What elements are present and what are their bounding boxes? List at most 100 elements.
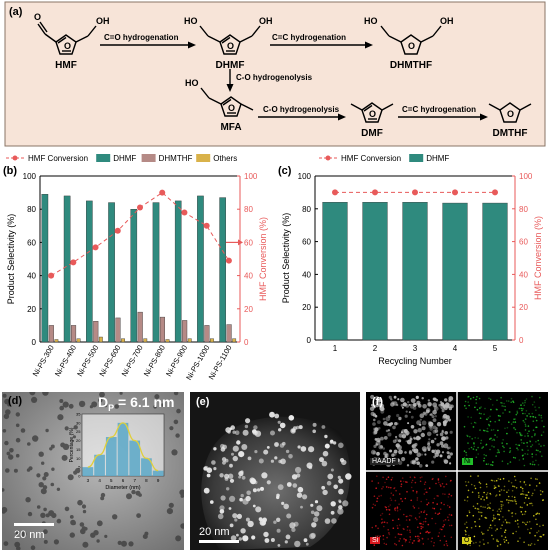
histogram-x-tick: 3 [87,478,90,483]
reaction-scheme: (a) [4,1,546,147]
dhmf-ho: HO [184,16,198,26]
y-tick-label: 80 [27,205,36,214]
mfa-ring-o: O [228,103,235,113]
x-axis-label: Recycling Number [378,356,452,366]
mfa-structure [200,87,254,117]
legend-label-dhmf: DHMF [113,154,136,163]
scale-bar-d-label: 20 nm [14,529,45,541]
point-hmf-conversion [492,189,498,196]
legend-swatch-dhmf [409,154,424,162]
hmf-aldehyde-o: O [34,12,41,22]
y-tick-label: 60 [302,238,311,247]
x-tick-label: Ni-PS-900 [164,344,189,378]
legend-label-hmf-conversion: HMF Conversion [28,154,88,163]
y2-tick-label: 0 [519,336,524,345]
x-tick-label: Ni-PS-300 [31,344,56,378]
legend-label-dhmf: DHMF [426,154,449,163]
bar-dhmf [41,194,49,343]
legend-swatch-dhmthf [141,154,156,162]
panel-label: (b) [3,165,17,177]
legend-line-marker [12,155,18,161]
y-axis-label: Product Selectivity (%) [281,213,291,304]
bar-others [143,338,148,343]
point-hmf-conversion [332,189,338,196]
panel-d-label: (d) [8,395,23,407]
bar-dhmf [63,195,71,343]
x-tick-label: Ni-PS-400 [53,344,78,378]
bar-others [54,339,59,343]
histogram-x-tick: 7 [133,478,136,483]
step-co-hydrogenolysis-1: C-O hydrogenolysis [236,73,313,82]
legend-label-dhmthf: DHMTHF [159,154,193,163]
histogram-y-tick: 20 [76,438,81,443]
eds-maps [366,392,548,550]
x-tick-label: 3 [413,344,418,353]
dmf-structure [350,102,394,123]
x-tick-label: Ni-PS-800 [142,344,167,378]
bar-others [165,339,170,343]
x-tick-label: 4 [453,344,458,353]
panel-f-label: (f) [372,396,383,408]
legend-line-marker [325,155,331,161]
histogram-y-tick: 0 [78,474,81,479]
histogram-x-label: Diameter (nm) [105,485,140,491]
legend-label-others: Others [213,154,237,163]
histogram-y-label: Percentage (%) [69,427,75,462]
bar-dhmthf [204,325,210,343]
y2-axis-label: HMF Conversion (%) [533,216,543,300]
bar-dhmf [86,200,93,343]
bar-dhmthf [226,324,232,343]
y-tick-label: 0 [307,336,312,345]
mfa-ho: HO [185,78,199,88]
histogram-y-tick: 35 [76,412,81,417]
dmf-label: DMF [361,128,383,139]
scheme-panel-label: (a) [9,6,23,18]
bar-others [187,338,192,343]
y2-tick-label: 80 [244,205,253,214]
eds-o-label: O [462,537,472,544]
scale-bar-e-label: 20 nm [199,526,230,538]
y2-tick-label: 100 [519,172,533,181]
bar-dhmf [322,202,348,341]
histogram-y-tick: 25 [76,429,81,434]
histogram-y-tick: 10 [76,456,81,461]
bar-dhmf [152,202,160,343]
y-tick-label: 100 [23,172,37,181]
y2-tick-label: 0 [244,338,249,347]
step-co-hydrogenolysis-2: C-O hydrogenolysis [263,105,340,114]
scale-bar-e [199,540,239,543]
hmf-structure [37,21,97,55]
histogram-y-tick: 30 [76,420,81,425]
bar-others [121,338,125,343]
y-tick-label: 0 [32,338,37,347]
dmthf-ring-o: O [507,109,514,119]
x-tick-label: 1 [333,344,338,353]
y2-tick-label: 80 [519,205,528,214]
histogram-bar [105,437,117,476]
bar-dhmthf [93,321,99,343]
dhmthf-oh: OH [440,16,454,26]
y2-tick-label: 60 [519,238,528,247]
y-tick-label: 40 [27,272,36,281]
gaussian-fit-curve [87,422,159,472]
y2-axis-label: HMF Conversion (%) [258,217,268,301]
panel-label: (c) [278,165,292,177]
dhmf-structure [199,25,261,55]
hmf-ring-o: O [64,41,71,51]
x-tick-label: Ni-PS-700 [120,344,145,378]
legend: HMF Conversion DHMF [319,154,449,163]
histogram-y-tick: 15 [76,447,81,452]
bar-dhmthf [48,325,54,343]
histogram-x-tick: 9 [157,478,160,483]
step-co-hydrogenation: C=O hydrogenation [104,33,179,42]
legend-label-hmf-conversion: HMF Conversion [341,154,401,163]
scheme-background [4,1,546,147]
bar-dhmthf [137,311,143,343]
y2-tick-label: 20 [244,305,253,314]
hmf-label: HMF [55,60,77,71]
bar-dhmthf [115,317,121,343]
dhmf-label: DHMF [216,60,245,71]
